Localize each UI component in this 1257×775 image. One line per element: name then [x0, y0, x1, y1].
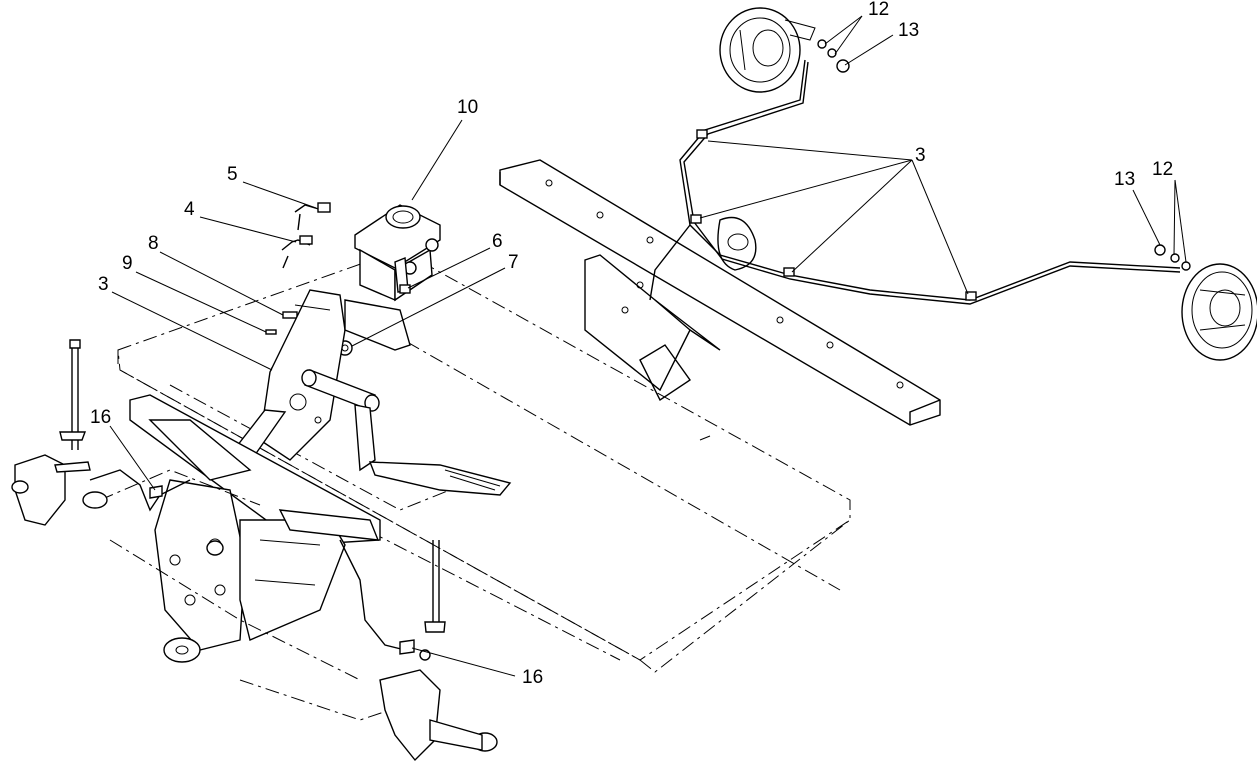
callout-10: 10	[457, 97, 479, 118]
master-cylinder	[354, 204, 441, 302]
callout-4: 4	[184, 199, 195, 220]
callout-6: 6	[492, 231, 503, 252]
callout-3-right: 3	[915, 145, 926, 166]
brake-fittings	[281, 202, 331, 269]
callout-5: 5	[227, 164, 238, 185]
front-axle-assembly	[99, 394, 421, 721]
callout-16-bottom: 16	[522, 667, 544, 688]
right-spindle	[379, 540, 498, 762]
leader-lines	[109, 15, 1187, 677]
callout-7: 7	[508, 252, 519, 273]
callout-12-right: 12	[1152, 159, 1174, 180]
callout-12-top: 12	[868, 0, 890, 20]
callout-9: 9	[122, 253, 133, 274]
left-spindle	[11, 339, 108, 526]
rear-brake-assembly-right	[1154, 244, 1257, 361]
callout-13-right: 13	[1114, 169, 1136, 190]
rear-brake-line	[649, 59, 1181, 305]
callout-8: 8	[148, 233, 159, 254]
callout-3-left: 3	[98, 274, 109, 295]
rear-frame-rail	[499, 159, 941, 441]
brake-pedal-assembly	[228, 289, 512, 496]
callout-16-left: 16	[90, 407, 112, 428]
brake-line-clips	[690, 129, 977, 301]
front-brake-lines	[89, 469, 415, 655]
callout-13-top: 13	[898, 20, 920, 41]
rear-brake-assembly-top	[719, 7, 850, 93]
